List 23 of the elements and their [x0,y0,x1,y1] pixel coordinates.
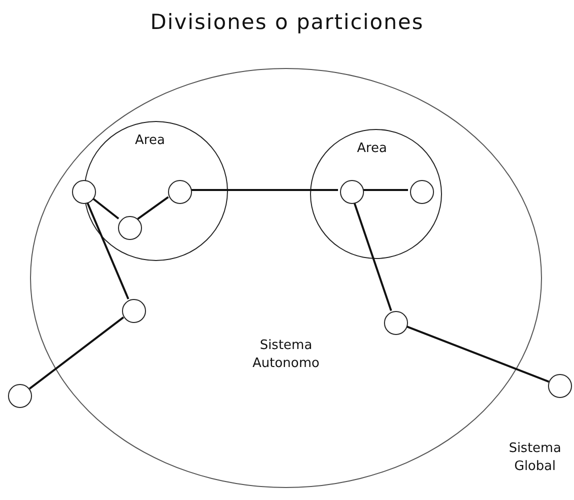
link-line [190,189,338,191]
router-circle [118,216,142,240]
router-circle [72,180,96,204]
router-circle [340,180,364,204]
router-circle [122,299,146,323]
label-text: Sistema Global [508,440,562,476]
node-label: Area [135,132,165,150]
link-line [28,316,124,390]
title: Divisiones o particiones [149,10,425,34]
router-circle [384,311,408,335]
router-circle [168,180,192,204]
link-line [352,201,392,311]
router-circle [8,384,32,408]
link-line [90,196,120,220]
link-line [86,200,130,300]
router-circle [410,180,434,204]
node-label: Area [357,140,387,158]
area-circle [310,129,442,259]
link-line [362,189,408,191]
node-label: Sistema Autonomo [252,337,320,372]
link-line [406,325,550,383]
link-line [137,196,169,220]
router-circle [548,374,572,398]
